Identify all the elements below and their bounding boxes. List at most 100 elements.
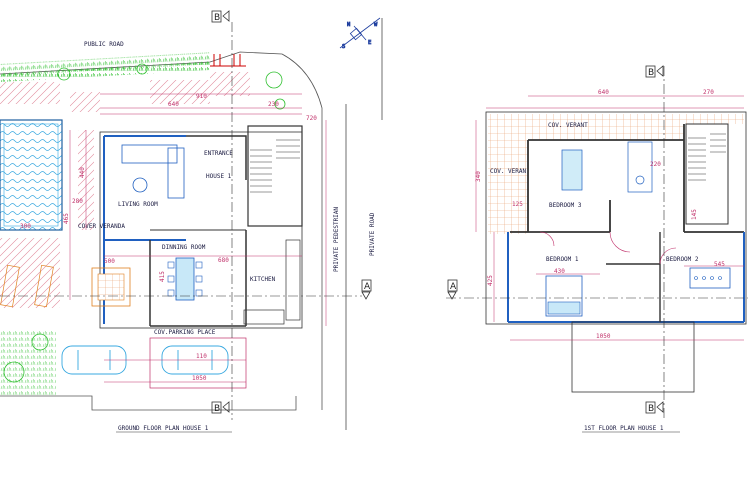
site-boundary-south (0, 395, 297, 411)
svg-text:B: B (648, 404, 654, 414)
bathroom (627, 141, 653, 193)
stair-treads (250, 139, 300, 193)
pool-inner-edge (3, 123, 59, 227)
dim-500: 500 (104, 258, 115, 265)
house-outline (99, 131, 303, 329)
living-room-label: LIVING ROOM (118, 201, 158, 208)
veranda-tiles (528, 114, 684, 140)
dim-145: 145 (691, 209, 698, 220)
cover-veranda-label: COVER VERANDA (78, 223, 125, 230)
coffee-table (132, 177, 148, 193)
section-marker-b-bottom: B (645, 401, 664, 414)
sun-lounger (0, 264, 20, 308)
grass-strip (0, 52, 211, 76)
interior-wall (510, 124, 744, 233)
ground-floor-title: GROUND FLOOR PLAN HOUSE 1 (118, 425, 209, 432)
dim-270: 270 (703, 89, 714, 96)
dim-440: 440 (79, 167, 86, 178)
paving (150, 80, 210, 104)
sun-lounger (34, 264, 54, 308)
section-marker-b-top: B (211, 10, 230, 23)
wardrobe (561, 149, 583, 191)
private-road-label: PRIVATE ROAD (369, 212, 376, 256)
site-boundary (0, 51, 323, 410)
dim-125: 125 (512, 201, 523, 208)
wall (186, 135, 247, 180)
private-pedestrian-label: PRIVATE PEDESTRIAN (333, 207, 340, 272)
shrub (136, 63, 148, 75)
dim-720: 720 (306, 115, 317, 122)
veranda-tiles (488, 114, 528, 234)
floor-outline (485, 111, 747, 325)
dim-280: 280 (72, 198, 83, 205)
section-marker-a-first: A (447, 279, 458, 300)
svg-text:A: A (364, 282, 371, 292)
bed-pillows (547, 301, 581, 315)
paving (210, 72, 250, 96)
section-marker-b-top: B (645, 65, 664, 78)
first-floor-title: 1ST FLOOR PLAN HOUSE 1 (584, 425, 664, 432)
svg-text:W: W (374, 22, 378, 28)
kitchen-counter (243, 309, 285, 325)
stair-block (247, 125, 303, 227)
dining-room-label: DINNING ROOM (162, 244, 206, 251)
dim-640: 640 (168, 101, 179, 108)
sofa (167, 147, 185, 199)
dim-430: 430 (554, 268, 565, 275)
tree (265, 71, 283, 89)
entrance-label: ENTRANCE (204, 150, 233, 157)
kitchen-label: KITCHEN (250, 276, 276, 283)
public-road-label: PUBLIC ROAD (84, 41, 124, 48)
interior-wall (606, 232, 661, 322)
section-marker-a-ground: A (361, 279, 372, 300)
dim-300: 300 (20, 223, 31, 230)
north-arrow-icon: N E S W (339, 17, 381, 50)
dim-230: 230 (268, 101, 279, 108)
veranda-table-top (97, 273, 125, 301)
paving (70, 92, 100, 112)
road-edge (345, 18, 383, 430)
parking-area (149, 337, 247, 389)
dim-1050: 1050 (192, 375, 207, 382)
bedroom2-label: BEDROOM 2 (666, 256, 699, 263)
svg-text:B: B (214, 404, 220, 414)
dining-table (175, 257, 195, 301)
dim-415: 415 (159, 271, 166, 282)
bedroom1-label: BEDROOM 1 (546, 256, 579, 263)
veranda-table (91, 267, 131, 307)
shrub (274, 98, 286, 110)
section-marker-b-bottom: B (211, 401, 230, 414)
cov-veranda-left-label: COV. VERAN (490, 168, 527, 175)
swimming-pool (0, 119, 63, 231)
svg-text:N: N (347, 22, 350, 28)
door-swings (539, 231, 677, 265)
dim-680: 680 (218, 257, 229, 264)
cov-parking-label: COV.PARKING PLACE (154, 329, 216, 336)
kitchen-counter (285, 239, 301, 321)
svg-text:S: S (342, 44, 345, 50)
svg-text:A: A (450, 282, 457, 292)
stair-treads (688, 133, 726, 181)
svg-text:E: E (368, 40, 371, 46)
veranda-tiles (684, 114, 744, 124)
single-bed (689, 267, 731, 289)
stair-block (685, 123, 729, 225)
gate (210, 54, 246, 67)
paving (0, 238, 60, 308)
first-floor-plan: COV. VERANT COV. VERAN BEDROOM 3 BEDROOM… (446, 65, 748, 433)
hedge-strip (0, 62, 211, 82)
dim-340: 340 (475, 171, 482, 182)
dim-910: 910 (196, 93, 207, 100)
dimension-lines (475, 95, 744, 341)
bed-pattern (694, 276, 722, 280)
double-bed (545, 275, 583, 317)
paving (0, 82, 60, 104)
dim-545: 545 (714, 261, 725, 268)
garden (0, 330, 56, 396)
dim-1050: 1050 (596, 333, 611, 340)
dim-220: 220 (650, 161, 661, 168)
svg-text:B: B (648, 68, 654, 78)
dim-465: 465 (63, 213, 70, 224)
dim-110: 110 (196, 353, 207, 360)
